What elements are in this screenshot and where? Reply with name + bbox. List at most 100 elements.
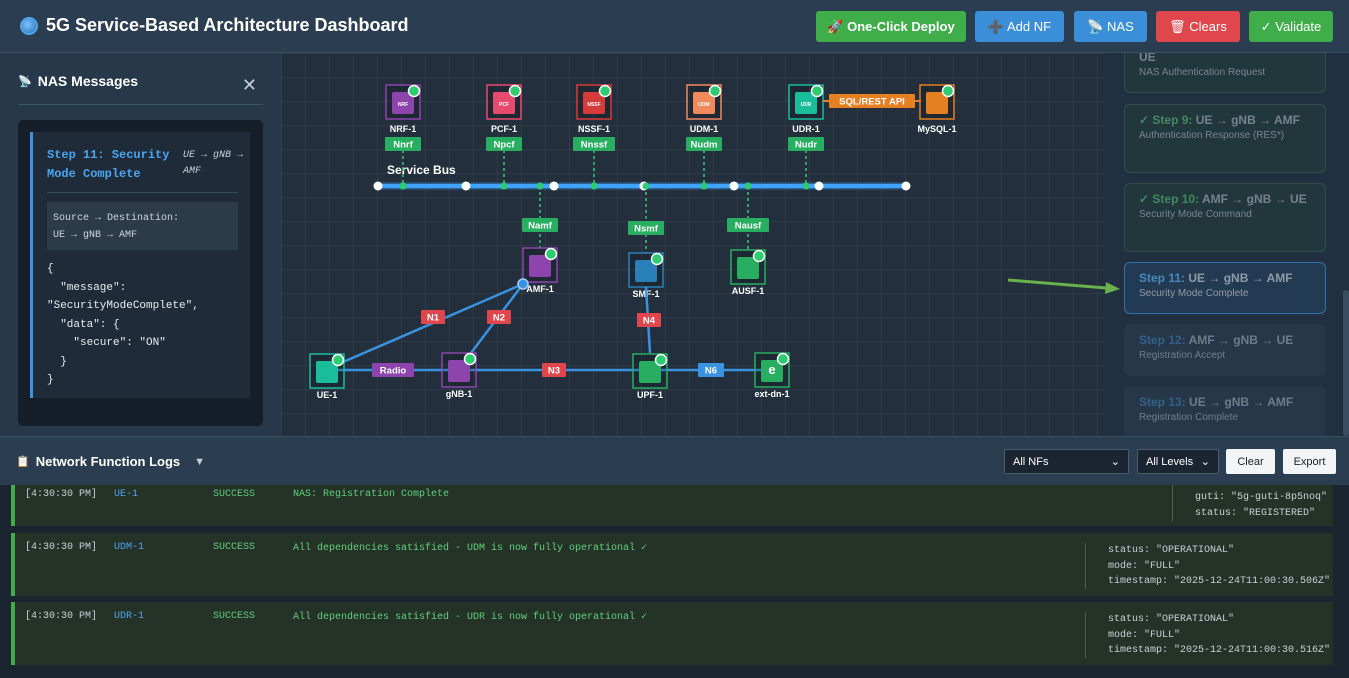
- log-nf: UDR-1: [114, 611, 145, 622]
- iface-label: Nnssf: [581, 140, 608, 151]
- export-logs-button[interactable]: Export: [1283, 449, 1336, 474]
- bus-port: [802, 182, 810, 190]
- mysql-1-status-dot: [941, 84, 955, 98]
- amf-anchor: [517, 278, 529, 290]
- topology-svg[interactable]: Service BusNRFNRF-1NnrfPCFPCF-1NpcfNSSFN…: [281, 53, 1105, 436]
- bus-port: [590, 182, 598, 190]
- sql-link-label: SQL/REST API: [839, 97, 905, 108]
- iface-label-bg: [486, 137, 522, 151]
- step-heading: Step 11: UE → gNB → AMF: [1139, 271, 1293, 285]
- step-item-13[interactable]: Step 13: UE → gNB → AMF Registration Com…: [1124, 386, 1326, 436]
- step-desc: Security Mode Complete: [1139, 288, 1249, 299]
- nas-step-path: UE → gNB → AMF: [183, 150, 244, 177]
- clears-button[interactable]: 🗑 Clears: [1156, 11, 1240, 42]
- iface-label-bg: [788, 137, 824, 151]
- nf-label: NRF-1: [390, 124, 417, 134]
- ue-1-icon: [316, 361, 338, 383]
- clear-logs-button[interactable]: Clear: [1226, 449, 1275, 474]
- iface-label: Nudm: [691, 140, 718, 151]
- log-time: [4:30:30 PM]: [25, 611, 98, 622]
- amf-1-icon: [529, 255, 551, 277]
- udm-1-status-dot: [708, 84, 722, 98]
- nf-label: AMF-1: [526, 284, 554, 294]
- add-nf-button[interactable]: ➕ Add NF: [975, 11, 1064, 42]
- nas-button[interactable]: 📡 NAS: [1074, 11, 1147, 42]
- nf-label: ext-dn-1: [754, 389, 789, 399]
- udr-1-status-dot: [810, 84, 824, 98]
- step-path: UE → gNB → AMF: [1195, 113, 1300, 127]
- pcf-1-glyph: PCF: [499, 102, 509, 108]
- log-level: SUCCESS: [213, 542, 256, 553]
- n2-label-bg: [487, 310, 511, 324]
- iface-label-bg: [686, 137, 722, 151]
- nf-label: NSSF-1: [578, 124, 610, 134]
- nf-label: MySQL-1: [917, 124, 956, 134]
- divider: [47, 192, 238, 193]
- step-heading: ✓ Step 10: AMF → gNB → UE: [1139, 192, 1307, 206]
- n2-label: N2: [493, 313, 505, 324]
- step-desc: Security Mode Command: [1139, 209, 1252, 220]
- service-bus-label: Service Bus: [387, 163, 456, 177]
- bus-port: [536, 182, 544, 190]
- level-filter-select[interactable]: All Levels ⌄: [1137, 449, 1219, 474]
- ext-dn-1-icon: [761, 360, 783, 382]
- one-click-deploy-button[interactable]: 🚀 One-Click Deploy: [816, 11, 966, 42]
- logs-title-wrap[interactable]: 📋 Network Function Logs ▼: [16, 454, 205, 469]
- udm-1-icon: [693, 92, 715, 114]
- chevron-down-icon[interactable]: ▼: [194, 455, 206, 468]
- logs-title: Network Function Logs: [35, 454, 181, 469]
- step-desc: NAS Authentication Request: [1139, 67, 1266, 78]
- n3-label-bg: [542, 363, 566, 377]
- step-item-12[interactable]: Step 12: AMF → gNB → UE Registration Acc…: [1124, 324, 1326, 376]
- iface-label-bg: [573, 137, 615, 151]
- bus-node: [729, 181, 739, 191]
- nssf-1-icon: [583, 92, 605, 114]
- log-message: NAS: Registration Complete: [293, 489, 450, 500]
- step-item-8[interactable]: UE NAS Authentication Request: [1124, 53, 1326, 93]
- step-heading: Step 13: UE → gNB → AMF: [1139, 395, 1294, 409]
- log-meta: status: "OPERATIONAL" mode: "FULL" times…: [1085, 543, 1330, 589]
- step-path: AMF → gNB → UE: [1201, 192, 1307, 206]
- iface-label: Nsmf: [634, 224, 659, 235]
- nas-json-body: { "message": "SecurityModeComplete", "da…: [47, 263, 199, 386]
- log-row: [4:30:30 PM] UE-1 SUCCESS NAS: Registrat…: [11, 485, 1333, 526]
- steps-scrollbar[interactable]: [1343, 290, 1349, 436]
- radio-label-bg: [372, 363, 414, 377]
- n4-label: N4: [643, 316, 656, 327]
- bus-port: [399, 182, 407, 190]
- upf-1-status-dot: [654, 353, 668, 367]
- n3-label: N3: [548, 366, 560, 377]
- pcf-1-status-dot: [508, 84, 522, 98]
- log-time: [4:30:30 PM]: [25, 489, 98, 500]
- log-list[interactable]: [4:30:30 PM] UE-1 SUCCESS NAS: Registrat…: [0, 485, 1349, 678]
- nf-filter-value: All NFs: [1013, 455, 1049, 468]
- step-path: AMF → gNB → UE: [1188, 333, 1294, 347]
- iface-label-bg: [522, 218, 558, 232]
- ext-dn-1-status-dot: [776, 352, 790, 366]
- log-level: SUCCESS: [213, 489, 256, 500]
- step-item-9[interactable]: ✓ Step 9: UE → gNB → AMF Authentication …: [1124, 104, 1326, 173]
- page-title-wrap: 5G Service-Based Architecture Dashboard: [20, 15, 408, 36]
- nf-filter-select[interactable]: All NFs ⌄: [1004, 449, 1129, 474]
- upf-1-icon: [639, 361, 661, 383]
- ausf-1-icon: [737, 257, 759, 279]
- gnb-1-icon: [448, 360, 470, 382]
- validate-button[interactable]: ✓ Validate: [1249, 11, 1333, 42]
- page-title: 5G Service-Based Architecture Dashboard: [46, 15, 409, 35]
- nf-label: UE-1: [317, 390, 338, 400]
- step-heading: ✓ Step 9: UE → gNB → AMF: [1139, 113, 1300, 127]
- bus-port: [700, 182, 708, 190]
- log-message: All dependencies satisfied - UDR is now …: [293, 612, 648, 623]
- nas-panel-title-wrap: 📡 NAS Messages: [18, 73, 138, 89]
- iface-label: Nudr: [795, 140, 817, 151]
- close-icon[interactable]: ✕: [241, 75, 257, 95]
- smf-1-status-dot: [650, 252, 664, 266]
- log-nf: UE-1: [114, 489, 139, 500]
- step-item-10[interactable]: ✓ Step 10: AMF → gNB → UE Security Mode …: [1124, 183, 1326, 252]
- n6-label-bg: [698, 363, 724, 377]
- step-item-11[interactable]: Step 11: UE → gNB → AMF Security Mode Co…: [1124, 262, 1326, 314]
- nssf-1-glyph: NSSF: [587, 102, 600, 108]
- step-desc: Registration Accept: [1139, 350, 1226, 361]
- bus-port: [500, 182, 508, 190]
